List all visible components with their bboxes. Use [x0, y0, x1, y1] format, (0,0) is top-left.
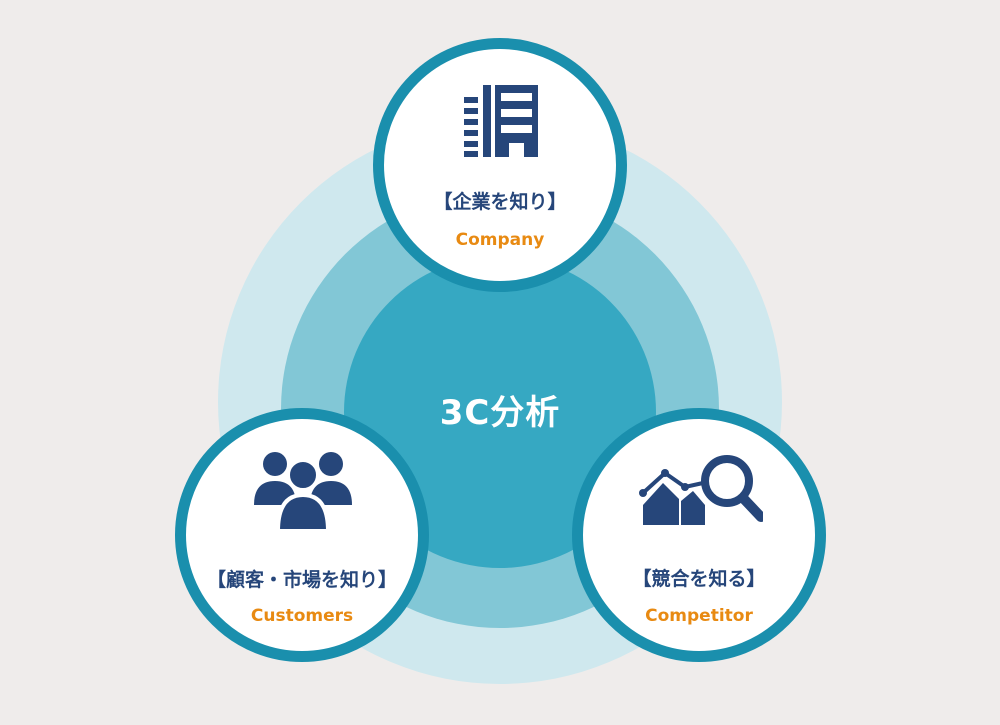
- company-subtitle: Company: [455, 230, 545, 250]
- customers-subtitle: Customers: [250, 606, 354, 626]
- center-label: 3C分析: [439, 393, 561, 433]
- company-node: 【企業を知り】 Company: [373, 38, 627, 292]
- building-icon: [464, 85, 538, 157]
- customers-node: 【顧客・市場を知り】 Customers: [175, 408, 429, 662]
- customers-title: 【顧客・市場を知り】: [206, 569, 397, 591]
- competitor-node: 【競合を知る】 Competitor: [572, 408, 826, 662]
- competitor-title: 【競合を知る】: [632, 568, 766, 590]
- market-search-icon: [639, 455, 763, 525]
- company-title: 【企業を知り】: [433, 191, 567, 213]
- people-group-icon: [254, 452, 352, 531]
- competitor-subtitle: Competitor: [645, 606, 753, 626]
